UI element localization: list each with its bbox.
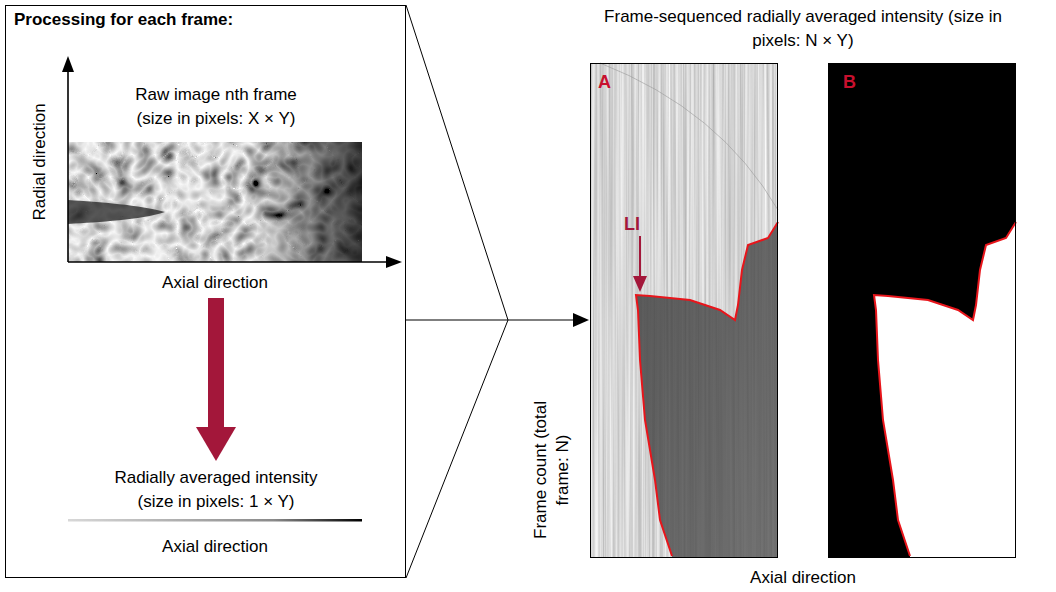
arrowhead	[386, 256, 402, 268]
panel-b: B	[828, 63, 1016, 558]
axis-label: Radial direction	[29, 103, 51, 220]
axis-arrows	[68, 68, 392, 262]
axis-label: Frame count (total frame: N)	[530, 400, 574, 540]
raw-image	[68, 142, 362, 262]
figure-title: Frame-sequenced radially averaged intens…	[593, 5, 1013, 53]
arrow-shaft	[208, 298, 224, 427]
arrowhead	[573, 313, 589, 327]
connector	[406, 313, 589, 327]
panel-a: A	[590, 63, 778, 558]
axis-label: Axial direction	[162, 272, 268, 294]
connector	[196, 298, 236, 461]
arrowhead	[62, 56, 74, 72]
panel-b-image	[828, 63, 1016, 558]
zoom-lines	[406, 5, 508, 578]
callout-label: LI	[624, 213, 640, 235]
arrowhead	[633, 276, 647, 292]
node-text: Radially averaged intensity (size in pix…	[105, 466, 327, 514]
node-text: Processing for each frame:	[14, 8, 233, 32]
leader-line	[639, 236, 641, 278]
node-text: B	[843, 70, 856, 94]
panel-a-image	[590, 63, 778, 558]
arrowhead	[196, 427, 236, 461]
node-text: A	[598, 70, 611, 94]
node-text: Raw image nth frame (size in pixels: X ×…	[121, 83, 311, 131]
connector-line	[406, 319, 579, 320]
raw-image-box: Raw image nth frame (size in pixels: X ×…	[68, 75, 364, 296]
axis-label: Axial direction	[162, 536, 268, 558]
intensity-profile	[68, 519, 362, 522]
averaged-box: Radially averaged intensity (size in pix…	[68, 463, 364, 518]
axis-label: Axial direction	[750, 567, 856, 589]
